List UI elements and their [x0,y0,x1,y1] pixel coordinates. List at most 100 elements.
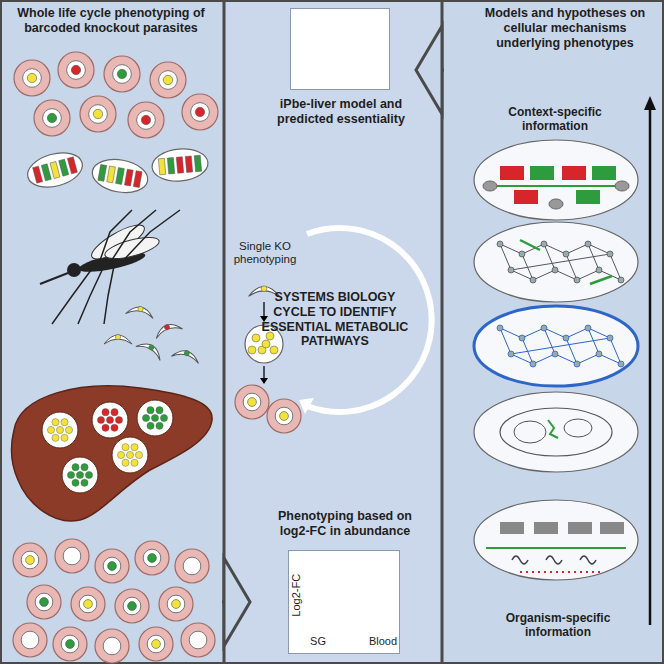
mosquito [40,210,180,324]
liver-stage [42,412,78,448]
network-node [618,277,624,283]
red-blood-cell [235,385,269,419]
merozoite [147,422,154,429]
schizont-body [24,147,86,192]
metabolite [615,181,629,191]
network-link [566,254,577,280]
barcode-bar [41,164,51,181]
sporozoite [104,334,132,344]
network-node [607,251,613,257]
flux-arrow [520,240,540,250]
mosquito-head [67,263,81,277]
model-network-node [552,351,558,357]
red-blood-cell [95,629,129,663]
flow-chevron [222,558,250,646]
red-blood-cell [27,585,61,619]
leg [104,266,114,324]
metabolite [549,199,563,209]
parasite [79,595,97,613]
network-node [541,241,547,247]
merozoite [52,434,59,441]
chromosome [580,556,596,564]
parasite [89,105,108,124]
model-network-link [522,328,544,338]
barcode-dot [40,598,49,607]
schizont [90,155,151,196]
network-link [533,270,555,280]
parasite [147,635,165,653]
step-arrow [263,366,265,379]
schizont [24,147,86,192]
model-network-node [497,325,503,331]
barcode-bar [125,169,134,186]
merozoite [102,409,109,416]
liver-stage [137,400,173,436]
liver-stage [62,457,98,493]
parasite [43,109,62,128]
red-blood-cell [115,589,149,623]
network-node [552,267,558,273]
model-network-link [566,328,588,338]
parasite [63,547,81,565]
model-network-node [585,325,591,331]
model-network-node [596,351,602,357]
merozoite [61,419,68,426]
liver-stage [112,437,148,473]
panel: SYSTEMS BIOLOGY CYCLE TO IDENTIFY ESSENT… [226,0,440,664]
leg [118,210,180,266]
sporozoite [153,320,183,339]
step-arrow [263,302,265,317]
barcode-dot [261,286,267,292]
liver [11,386,212,521]
model-network-node [618,361,624,367]
genome-line [486,547,626,549]
barcode-dot [248,398,257,407]
parasite [159,71,178,90]
gene-box [600,522,624,534]
panel: Whole life cycle phenotyping of barcoded… [0,0,222,664]
barcode-bar [59,159,69,176]
merozoite [67,471,74,478]
parasite [275,407,293,425]
middle-ground [226,0,440,664]
barcode-bar [176,157,183,173]
barcode-bar [158,158,165,174]
parasite [61,635,79,653]
dotted-line [520,571,600,573]
context-layer [474,306,638,386]
parasite [21,551,39,569]
model-network-node [530,361,536,367]
network-node [596,267,602,273]
red-blood-cell [13,623,47,657]
red-blood-cell [55,539,89,573]
barcode-bar [185,156,192,172]
pathway-line [490,185,622,187]
barcode-dot [195,107,204,116]
parasite [243,393,261,411]
merozoite [106,416,113,423]
up-arrow [649,108,652,625]
scale-label: Organism-specific information [478,612,638,640]
merozoite [160,414,167,421]
panel-heading: Whole life cycle phenotyping of barcoded… [8,6,214,36]
barcode-bar [133,171,142,188]
merozoite [72,464,79,471]
panel-heading: Models and hypotheses on cellular mechan… [472,6,658,50]
model-network-node [541,325,547,331]
model-network-node [508,351,514,357]
model-network-link [588,328,599,354]
merozoite [61,434,68,441]
barcode-dot [84,600,93,609]
axis-tick: SG [306,635,330,648]
merozoite [97,416,104,423]
merozoite [52,419,59,426]
gene-box [500,166,524,180]
barcode-dot [93,109,102,118]
barcode-dot [47,113,56,122]
model-network-node [519,335,525,341]
merozoite [102,424,109,431]
barcode-bar [167,158,174,174]
parasite [35,593,53,611]
merozoite [65,426,72,433]
